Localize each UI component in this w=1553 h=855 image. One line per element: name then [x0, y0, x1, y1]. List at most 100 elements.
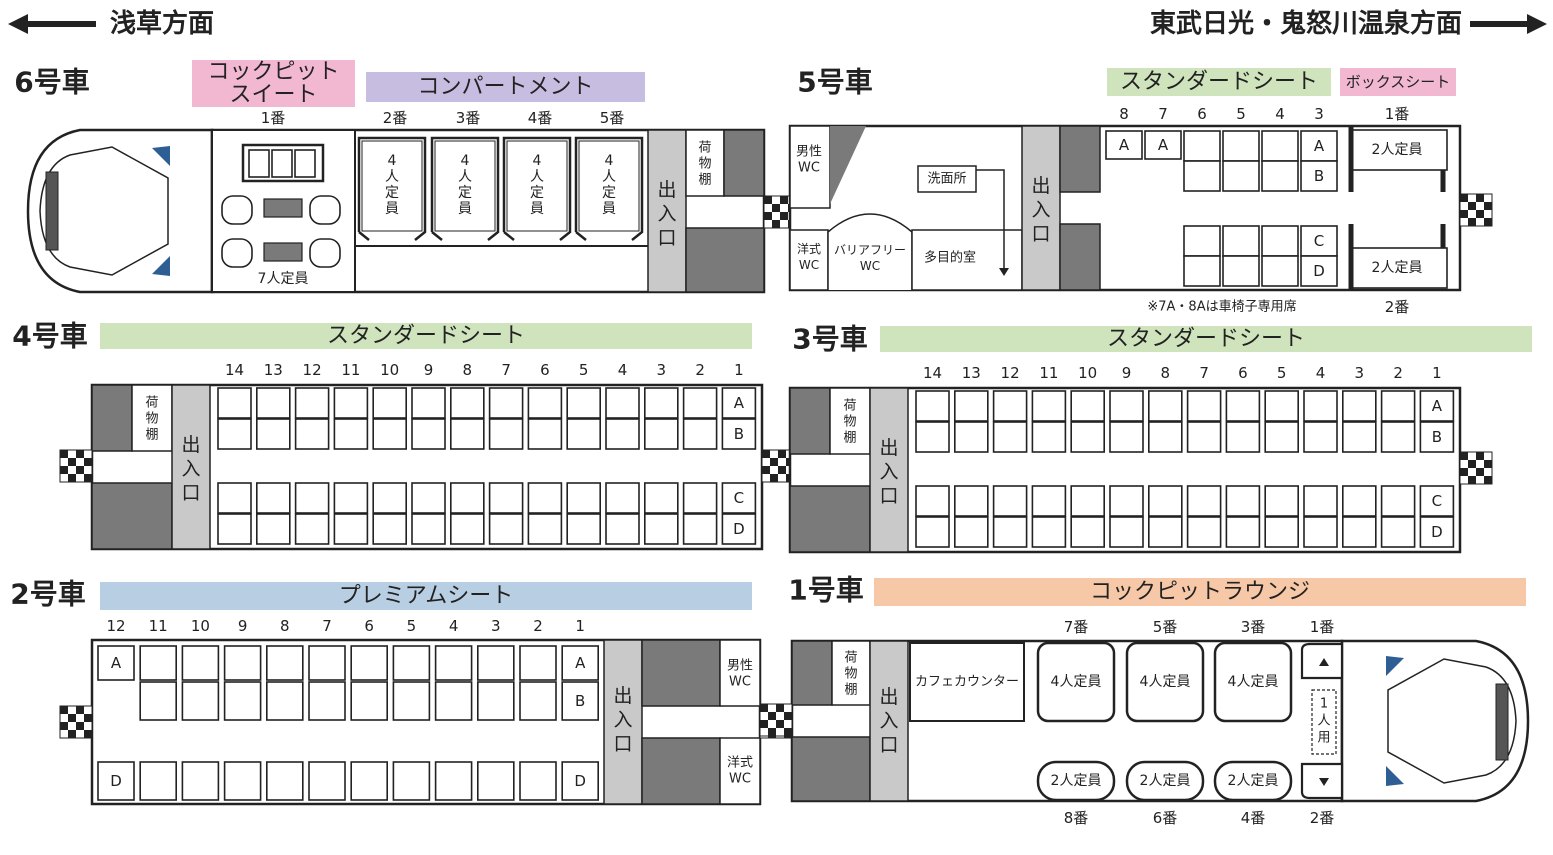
car6-suite-label: スイート	[229, 83, 317, 108]
car6-chair	[221, 238, 253, 268]
car4-seat	[566, 513, 602, 545]
car2-seat	[308, 645, 346, 681]
car5-wc-wall	[830, 126, 866, 204]
car5-seat	[1300, 255, 1338, 287]
car3-seat	[1148, 421, 1183, 453]
car4-row-number: 13	[264, 361, 283, 379]
car2-seat	[97, 645, 135, 681]
car3-seat	[1109, 421, 1144, 453]
car3-seat	[915, 516, 950, 548]
car3-seat	[1031, 421, 1067, 453]
car2-seat	[308, 681, 346, 721]
car4-entrance-label: 入	[181, 458, 200, 480]
car6-compartment-room	[502, 136, 572, 241]
car2-seat	[265, 645, 304, 681]
car4-seat	[566, 418, 602, 450]
car1-booth	[1036, 760, 1116, 802]
car3-seat	[992, 516, 1028, 548]
car5-entrance-label: 口	[1031, 223, 1050, 245]
car2-seat	[181, 761, 220, 801]
car3-row-number: 8	[1161, 364, 1171, 382]
car2-seat	[519, 681, 557, 721]
car5-entrance-label: 入	[1031, 199, 1050, 221]
car4-row-number: 14	[225, 361, 244, 379]
car4-seat	[372, 482, 408, 514]
car5-row-number: 6	[1197, 105, 1207, 123]
car2-seat	[561, 681, 600, 721]
car6-suite-label: コックピット	[207, 59, 339, 84]
car2-name: 2号車	[10, 578, 85, 611]
seat-letter: A	[1119, 136, 1130, 154]
car3-seat	[1148, 516, 1183, 548]
car6-entrance-label: 入	[657, 203, 676, 225]
car4-seat	[682, 482, 718, 514]
car4-seat	[643, 387, 679, 419]
car5-seat	[1261, 255, 1299, 287]
car3-seat	[1186, 421, 1222, 453]
car5-box-band	[1340, 68, 1456, 96]
car1-single-label: 1	[1320, 697, 1328, 712]
car3-seat	[1342, 421, 1377, 453]
car3-seat	[1186, 485, 1222, 517]
car6-compartment-room	[430, 136, 500, 241]
car2-entrance-label: 口	[613, 733, 632, 755]
car3-seat	[992, 421, 1028, 453]
car3-seat	[953, 485, 989, 517]
car6-compartment-capacity: 定	[385, 185, 399, 201]
car6-sofa-cushion	[248, 149, 270, 178]
car5-standard-label: スタンダードシート	[1120, 70, 1318, 95]
car2-seat	[476, 681, 515, 721]
car4-seat	[411, 418, 446, 450]
seat-letter: A	[1158, 136, 1169, 154]
car4-seat	[333, 482, 369, 514]
car5-box-capacity: 2人定員	[1372, 142, 1423, 158]
car4-seat	[605, 418, 640, 450]
car4-entrance	[171, 384, 211, 550]
car6-name: 6号車	[14, 66, 89, 99]
car2-seat	[392, 645, 431, 681]
car4-row-number: 9	[424, 361, 434, 379]
seat-letter: D	[110, 772, 122, 790]
window-icon	[1386, 766, 1404, 786]
car6-suite-no: 1番	[261, 109, 286, 127]
car4-luggage-label: 物	[145, 412, 158, 427]
car1-cab	[1387, 658, 1517, 784]
car6-compartment-capacity: 員	[530, 201, 544, 217]
car3-row-number: 13	[962, 364, 981, 382]
car4-seat	[411, 482, 446, 514]
car1-luggage-label: 棚	[844, 683, 857, 698]
car3-row-number: 6	[1238, 364, 1248, 382]
car3-seat	[1070, 421, 1105, 453]
car4-seat	[527, 482, 563, 514]
car3-seat	[1419, 421, 1455, 453]
car2-seat	[181, 645, 220, 681]
coupler-icon	[759, 703, 793, 737]
car5-block	[1059, 223, 1101, 291]
window-icon	[152, 146, 170, 166]
car3-row-number: 12	[1001, 364, 1020, 382]
car2-seat	[265, 761, 304, 801]
car4-seat	[643, 482, 679, 514]
seat-letter: D	[1313, 262, 1325, 280]
car3-row-number: 10	[1078, 364, 1097, 382]
car6-compartment-inner	[578, 140, 640, 232]
car4-seat	[721, 482, 757, 514]
car6-compartment-capacity: 定	[602, 185, 616, 201]
car4-seat	[217, 387, 252, 419]
car5-box-no: 2番	[1385, 298, 1410, 316]
car6-entrance	[647, 129, 687, 293]
car5-box-seat	[1351, 129, 1448, 171]
car4-seat	[721, 387, 757, 419]
car3-standard-label: スタンダードシート	[1107, 327, 1305, 352]
car3-seat	[1303, 516, 1338, 548]
car3-entrance-label: 入	[879, 461, 898, 483]
car4-row-number: 7	[501, 361, 511, 379]
car3-seat	[1186, 516, 1222, 548]
car3-seat	[1264, 516, 1299, 548]
car3-row-number: 5	[1277, 364, 1287, 382]
car4-luggage-label: 荷	[145, 396, 158, 411]
seat-letter: A	[111, 654, 122, 672]
car5-seat	[1183, 225, 1221, 257]
car4-entrance-label: 出	[181, 434, 200, 456]
car4-row-number: 10	[380, 361, 399, 379]
